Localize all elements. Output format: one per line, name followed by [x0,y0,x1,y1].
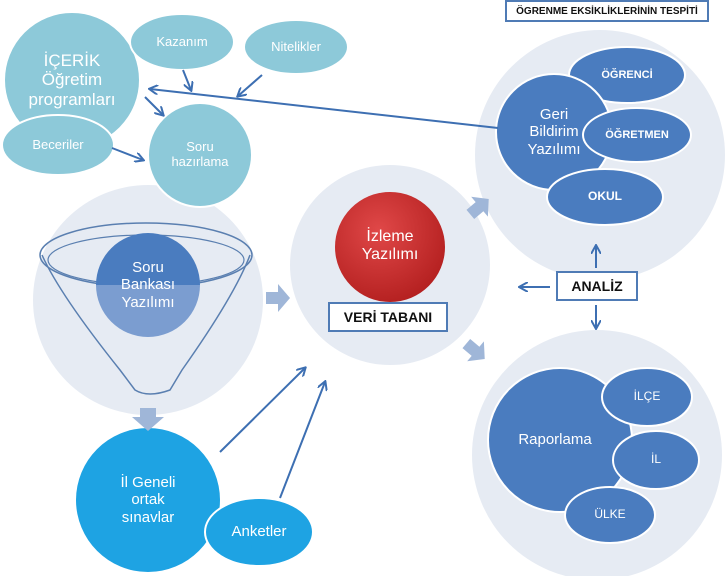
il-label: İL [650,452,661,467]
okul-label: OKUL [588,189,622,204]
ogretmen-node[interactable] [582,107,692,163]
block-arrow-soru-to-izleme [266,284,290,312]
ogrenci-label: ÖĞRENCİ [601,68,653,81]
ulke-label: ÜLKE [594,507,626,522]
title-box: ÖGRENME EKSİKLİKLERİNİN TESPİTİ [505,0,709,22]
block-arrow-funnel-to-sinavlar [132,408,164,431]
beceriler-label: Beceriler [32,136,84,152]
anketler-label: Anketler [231,523,287,541]
arrow-feedback-to-icerik [150,89,499,129]
ilce-node[interactable] [601,367,693,427]
beceriler-node[interactable] [1,114,115,176]
nitelikler-label: Nitelikler [271,38,321,54]
soru-bankasi-node-bottom[interactable] [96,233,200,337]
geri-bildirim-label: Geri Bildirim Yazılımı [527,106,581,158]
anketler-node[interactable] [204,497,314,567]
soru-bankasi-label: Soru Bankası Yazılımı [120,259,176,311]
arrow-nitelikler-to-line [238,74,263,96]
icerik-label: İÇERİK Öğretim programları [28,50,116,109]
arrow-icerik-to-soru [144,96,163,115]
veri-tabani-box[interactable]: VERİ TABANI [328,302,448,332]
arrow-sinavlar-to-izleme [219,368,305,453]
analiz-box[interactable]: ANALİZ [556,271,638,301]
okul-node[interactable] [546,168,664,226]
arrow-anketler-to-izleme [279,382,325,499]
sinavlar-node[interactable] [76,428,220,572]
soru-hazirlama-label: Soru hazırlama [171,139,229,169]
ulke-node[interactable] [564,486,656,544]
block-arrow-izleme-to-rapor [462,338,485,362]
nitelikler-node[interactable] [243,19,349,75]
arrow-kazanim-to-line [182,69,191,90]
izleme-label: İzleme Yazılımı [361,227,419,263]
raporlama-label: Raporlama [518,431,592,449]
sinavlar-label: İl Geneli ortak sınavlar [120,474,176,526]
kazanim-node[interactable] [129,13,235,71]
soru-hazirlama-node[interactable] [147,102,253,208]
il-node[interactable] [612,430,700,490]
arrow-beceriler-to-soru [111,147,143,160]
izleme-node[interactable] [335,192,445,302]
soru-bankasi-node-top[interactable] [96,233,200,337]
block-arrow-izleme-to-feedback [466,196,489,220]
ilce-label: İLÇE [633,389,661,404]
ogretmen-label: ÖĞRETMEN [605,128,669,141]
funnel-outline [41,254,251,395]
kazanim-label: Kazanım [156,33,208,49]
